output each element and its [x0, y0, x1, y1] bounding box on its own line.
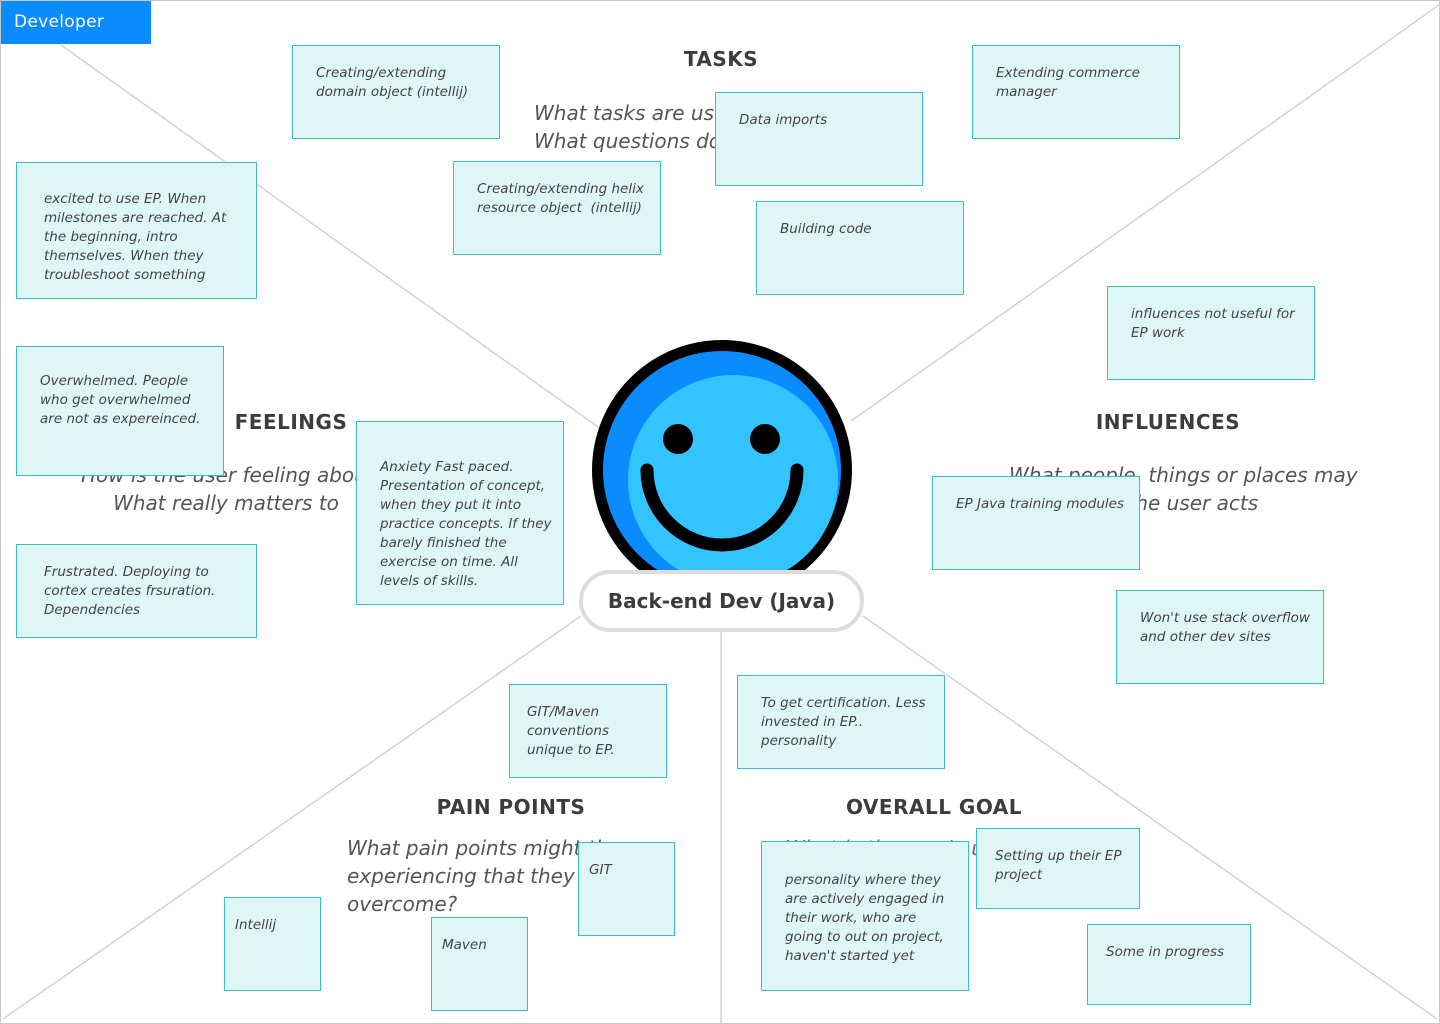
sticky-note-anxiety[interactable]: Anxiety Fast paced. Presentation of conc…	[356, 421, 564, 605]
sticky-note-domain-object[interactable]: Creating/extending domain object (intell…	[292, 45, 500, 139]
sticky-note-commerce-manager[interactable]: Extending commerce manager	[972, 45, 1180, 139]
persona-smiley-icon	[592, 340, 852, 587]
sticky-note-certification[interactable]: To get certification. Less invested in E…	[737, 675, 945, 769]
sticky-note-influences-not-useful[interactable]: influences not useful for EP work	[1107, 286, 1315, 380]
sticky-note-building-code[interactable]: Building code	[756, 201, 964, 295]
influences-heading: INFLUENCES	[1095, 410, 1241, 434]
pain-points-prompt: What pain points might th experiencing t…	[347, 836, 608, 916]
sticky-note-helix-resource[interactable]: Creating/extending helix resource object…	[453, 161, 661, 255]
sticky-note-in-progress[interactable]: Some in progress	[1087, 924, 1251, 1005]
tasks-prompt: What tasks are user What questions do t	[534, 101, 735, 153]
feelings-heading: FEELINGS	[234, 410, 348, 434]
tasks-heading: TASKS	[683, 47, 759, 71]
sticky-note-frustrated[interactable]: Frustrated. Deploying to cortex creates …	[16, 544, 257, 638]
overall-goal-heading: OVERALL GOAL	[845, 795, 1023, 819]
persona-name[interactable]: Back-end Dev (Java)	[579, 570, 864, 632]
map-tag[interactable]: Developer	[1, 1, 151, 44]
sticky-note-training-modules[interactable]: EP Java training modules	[932, 476, 1140, 570]
sticky-note-maven[interactable]: Maven	[431, 917, 528, 1011]
sticky-note-overwhelmed[interactable]: Overwhelmed. People who get overwhelmed …	[16, 346, 224, 476]
pain-points-heading: PAIN POINTS	[436, 795, 586, 819]
sticky-note-git-maven[interactable]: GIT/Maven conventions unique to EP.	[509, 684, 667, 778]
sticky-note-stack-overflow[interactable]: Won't use stack overflow and other dev s…	[1116, 590, 1324, 684]
sticky-note-excited[interactable]: excited to use EP. When milestones are r…	[16, 162, 257, 299]
sticky-note-setting-up[interactable]: Setting up their EP project	[976, 828, 1140, 909]
sticky-note-personality[interactable]: personality where they are actively enga…	[761, 841, 969, 991]
sticky-note-data-imports[interactable]: Data imports	[715, 92, 923, 186]
sticky-note-intellij[interactable]: Intellij	[224, 897, 321, 991]
sticky-note-git[interactable]: GIT	[578, 842, 675, 936]
